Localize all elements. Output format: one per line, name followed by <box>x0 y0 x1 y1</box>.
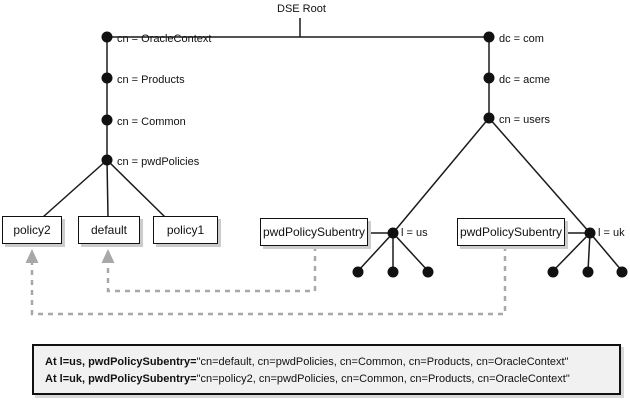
note-line-us: At l=us, pwdPolicySubentry="cn=default, … <box>45 354 619 371</box>
node-dot-dc-acme <box>483 72 495 84</box>
edge-pwdpolicies-policy2 <box>42 159 108 218</box>
node-dot-pwdpolicies <box>101 154 113 166</box>
node-dot-products <box>101 72 113 84</box>
edge-pwdpolicies-default <box>106 159 109 218</box>
note-line-uk-bold: At l=uk, pwdPolicySubentry= <box>45 373 197 385</box>
node-label-products: cn = Products <box>117 74 185 86</box>
node-label-common: cn = Common <box>117 116 186 128</box>
node-label-dc-com: dc = com <box>499 33 544 45</box>
note-line-us-rest: "cn=default, cn=pwdPolicies, cn=Common, … <box>196 356 569 368</box>
edge-luk-child3 <box>589 232 623 272</box>
node-dot-common <box>101 114 113 126</box>
subentry-box-uk: pwdPolicySubentry <box>457 218 565 246</box>
dashed-arrowheads <box>25 249 115 263</box>
subentry-box-uk-label: pwdPolicySubentry <box>459 225 563 239</box>
policy2-box: policy2 <box>2 216 62 244</box>
policy2-box-label: policy2 <box>13 223 51 237</box>
dashed-path-us-to-default <box>106 246 317 293</box>
leaf-dot-us-1 <box>352 266 364 278</box>
node-dot-l-us <box>387 227 399 239</box>
note-line-uk: At l=uk, pwdPolicySubentry="cn=policy2, … <box>45 371 619 388</box>
subentry-box-us: pwdPolicySubentry <box>260 218 368 246</box>
node-dot-dc-com <box>483 31 495 43</box>
policy1-box-label: policy1 <box>166 223 205 237</box>
note-line-us-bold: At l=us, pwdPolicySubentry= <box>45 356 197 368</box>
default-box: default <box>78 216 140 244</box>
leaf-dot-uk-2 <box>582 266 594 278</box>
tree-edges <box>42 18 623 272</box>
node-label-oraclecontext: cn = OracleContext <box>117 33 212 45</box>
edge-luk-child2 <box>587 232 591 272</box>
leaf-dot-us-2 <box>387 266 399 278</box>
node-dot-oraclecontext <box>101 31 113 43</box>
node-label-pwdpolicies: cn = pwdPolicies <box>117 156 200 168</box>
leaf-dot-uk-3 <box>616 266 628 278</box>
edge-users-lus <box>392 117 490 234</box>
node-dot-cn-users <box>483 112 495 124</box>
edge-lus-child1 <box>357 232 394 272</box>
subentry-box-us-label: pwdPolicySubentry <box>262 225 366 239</box>
arrowhead-to-policy2 <box>25 249 39 263</box>
node-label-dc-acme: dc = acme <box>499 74 551 86</box>
policy1-box: policy1 <box>153 216 218 244</box>
edge-users-luk <box>488 117 591 234</box>
node-label-l-us: l = us <box>401 227 428 239</box>
edge-pwdpolicies-policy1 <box>106 159 166 218</box>
edge-lus-child3 <box>392 232 429 272</box>
tree-node-dots <box>101 31 628 278</box>
dse-root-label: DSE Root <box>277 3 326 15</box>
leaf-dot-uk-1 <box>547 266 559 278</box>
note-box: At l=us, pwdPolicySubentry="cn=default, … <box>32 344 621 395</box>
dashed-reference-paths <box>30 246 507 316</box>
arrowhead-to-default <box>101 249 115 263</box>
node-label-l-uk: l = uk <box>598 227 625 239</box>
edge-luk-child1 <box>552 232 591 272</box>
dashed-path-uk-to-policy2 <box>30 246 507 316</box>
node-dot-l-uk <box>584 227 596 239</box>
note-line-uk-rest: "cn=policy2, cn=pwdPolicies, cn=Common, … <box>196 373 570 385</box>
node-label-cn-users: cn = users <box>499 114 551 126</box>
default-box-label: default <box>90 223 128 237</box>
leaf-dot-us-3 <box>422 266 434 278</box>
